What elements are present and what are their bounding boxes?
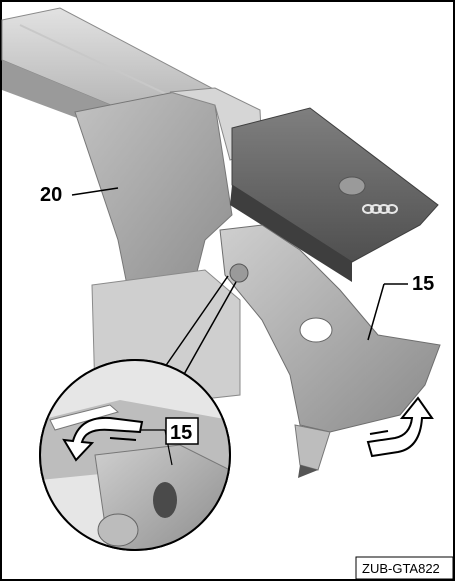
callout-15-detail-label: 15 bbox=[170, 422, 192, 444]
detail-leader-line-1 bbox=[177, 281, 237, 386]
brand-rings-icon bbox=[362, 204, 398, 214]
clamp-part bbox=[219, 224, 441, 478]
cap-cover bbox=[230, 107, 439, 282]
detail-leader-line-2 bbox=[159, 275, 229, 375]
reference-code: ZUB-GTA822 bbox=[362, 561, 440, 576]
cap-button bbox=[338, 176, 366, 196]
callout-15-label: 15 bbox=[412, 273, 434, 295]
callout-20: 20 bbox=[40, 184, 119, 206]
callout-15: 15 bbox=[367, 273, 434, 341]
rotate-arrow-icon bbox=[366, 396, 434, 458]
rotate-arrow-detail-icon bbox=[62, 416, 144, 462]
callout-20-label: 20 bbox=[40, 184, 62, 206]
detail-inset bbox=[39, 359, 231, 551]
callout-15-detail: 15 bbox=[165, 417, 199, 445]
reference-code-box: ZUB-GTA822 bbox=[355, 556, 454, 580]
